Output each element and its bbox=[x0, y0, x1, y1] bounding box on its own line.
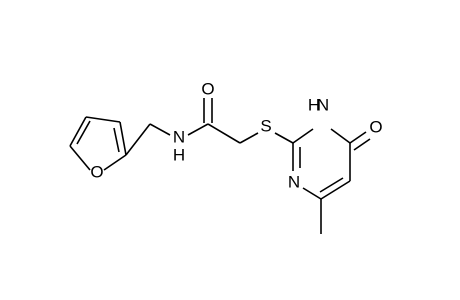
bond-furan-c2-o bbox=[103, 154, 127, 171]
bond-s-c2ring bbox=[274, 132, 294, 144]
linker-chain bbox=[125, 98, 294, 156]
keto-oxygen-label: O bbox=[369, 118, 382, 137]
bond-c6-o-double bbox=[353, 138, 371, 151]
bond-ch2-n bbox=[149, 123, 171, 136]
bond-c5-c4 bbox=[320, 180, 351, 200]
bond-ch2-s bbox=[239, 132, 259, 144]
ring-nitrogen-label: N bbox=[288, 173, 300, 192]
bond-c4-n3 bbox=[302, 187, 322, 200]
ring-nh-nitrogen-label: N bbox=[317, 96, 329, 115]
bond-furan-c5-c4 bbox=[69, 116, 87, 147]
amide-nitrogen-label: N bbox=[173, 128, 185, 147]
bond-n1h-c6 bbox=[330, 128, 351, 144]
sulfur-label: S bbox=[260, 117, 271, 136]
amide-hydrogen-label: H bbox=[173, 146, 185, 165]
atom-labels: O N H O S H N N O bbox=[90, 80, 382, 192]
bond-furan-o-c5 bbox=[69, 145, 91, 171]
ring-nh-hydrogen-label: H bbox=[308, 96, 320, 115]
bond-c2-n1h bbox=[292, 128, 314, 144]
pyrimidinone-ring bbox=[292, 128, 371, 234]
bond-furan-c3-c2 bbox=[119, 121, 127, 156]
bond-c2-ch2 bbox=[125, 123, 151, 156]
bond-furan-c3-c2-double bbox=[113, 127, 120, 153]
furan-oxygen-label: O bbox=[90, 163, 103, 182]
bond-furan-c5-c4-double bbox=[76, 120, 91, 145]
bond-c6-o bbox=[349, 131, 367, 144]
carbonyl-oxygen-label: O bbox=[201, 80, 214, 99]
bond-co-ch2 bbox=[207, 123, 241, 144]
furan-ring bbox=[69, 116, 127, 171]
bond-n-co bbox=[187, 123, 209, 136]
bond-c5-c4-double bbox=[319, 177, 344, 193]
bond-furan-c4-c3 bbox=[85, 116, 121, 123]
